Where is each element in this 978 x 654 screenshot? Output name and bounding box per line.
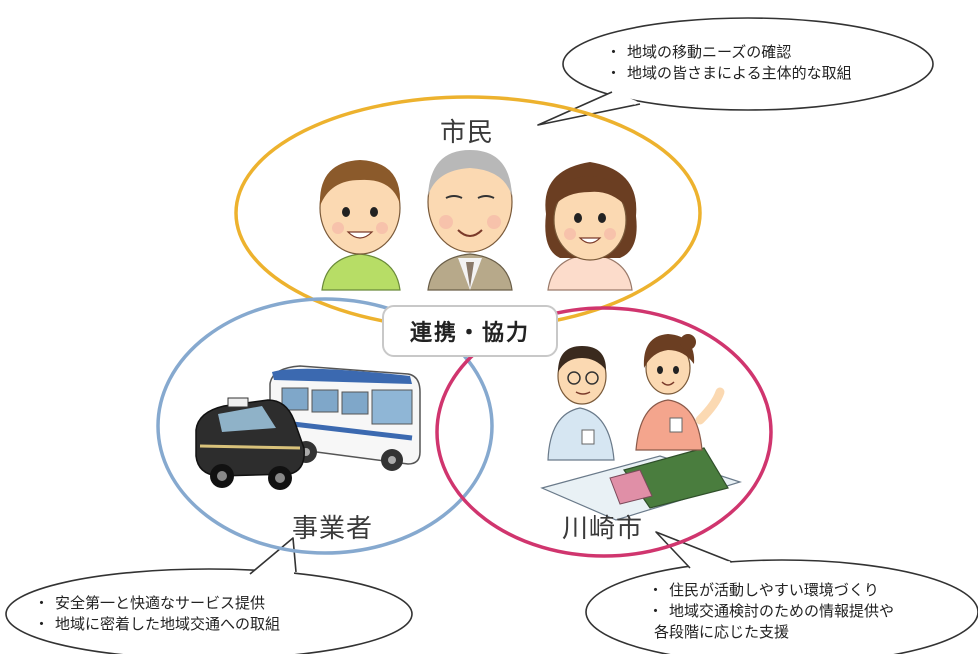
operators-speech-bubble [5,537,413,654]
citizens-illustration [319,150,637,291]
operators-bubble-text: ・安全第一と快適なサービス提供 ・地域に密着した地域交通への取組 [34,593,280,635]
city-bubble-line-2: ・地域交通検討のための情報提供や [648,602,895,620]
staff-woman-figure [635,334,725,451]
citizens-bubble-text: ・地域の移動ニーズの確認 ・地域の皆さまによる主体的な取組 [606,42,852,84]
taxi-figure [195,397,305,490]
operators-label: 事業者 [292,514,374,544]
city-bubble-text: ・住民が活動しやすい環境づくり ・地域交通検討のための情報提供や 各段階に応じた… [648,580,894,643]
citizens-bubble-line-2: ・地域の皆さまによる主体的な取組 [606,64,852,82]
bus-figure [269,365,421,471]
city-illustration [540,334,742,521]
staff-man-figure [547,346,615,461]
operators-illustration [195,365,421,490]
citizens-bubble-line-1: ・地域の移動ニーズの確認 [606,43,792,61]
city-speech-bubble [585,531,978,654]
young-man-figure [319,160,401,291]
woman-figure [545,162,637,291]
collaboration-label: 連携・協力 [382,305,558,357]
citizens-speech-bubble [537,17,934,126]
operators-bubble-line-1: ・安全第一と快適なサービス提供 [34,594,266,612]
operators-bubble-line-2: ・地域に密着した地域交通への取組 [34,615,281,633]
city-bubble-line-1: ・住民が活動しやすい環境づくり [648,581,879,599]
citizens-label: 市民 [440,118,495,148]
older-man-figure [427,150,513,291]
city-circle [435,306,773,558]
operators-circle [156,297,494,555]
city-bubble-line-3: 各段階に応じた支援 [654,623,790,641]
city-label: 川崎市 [562,514,644,544]
